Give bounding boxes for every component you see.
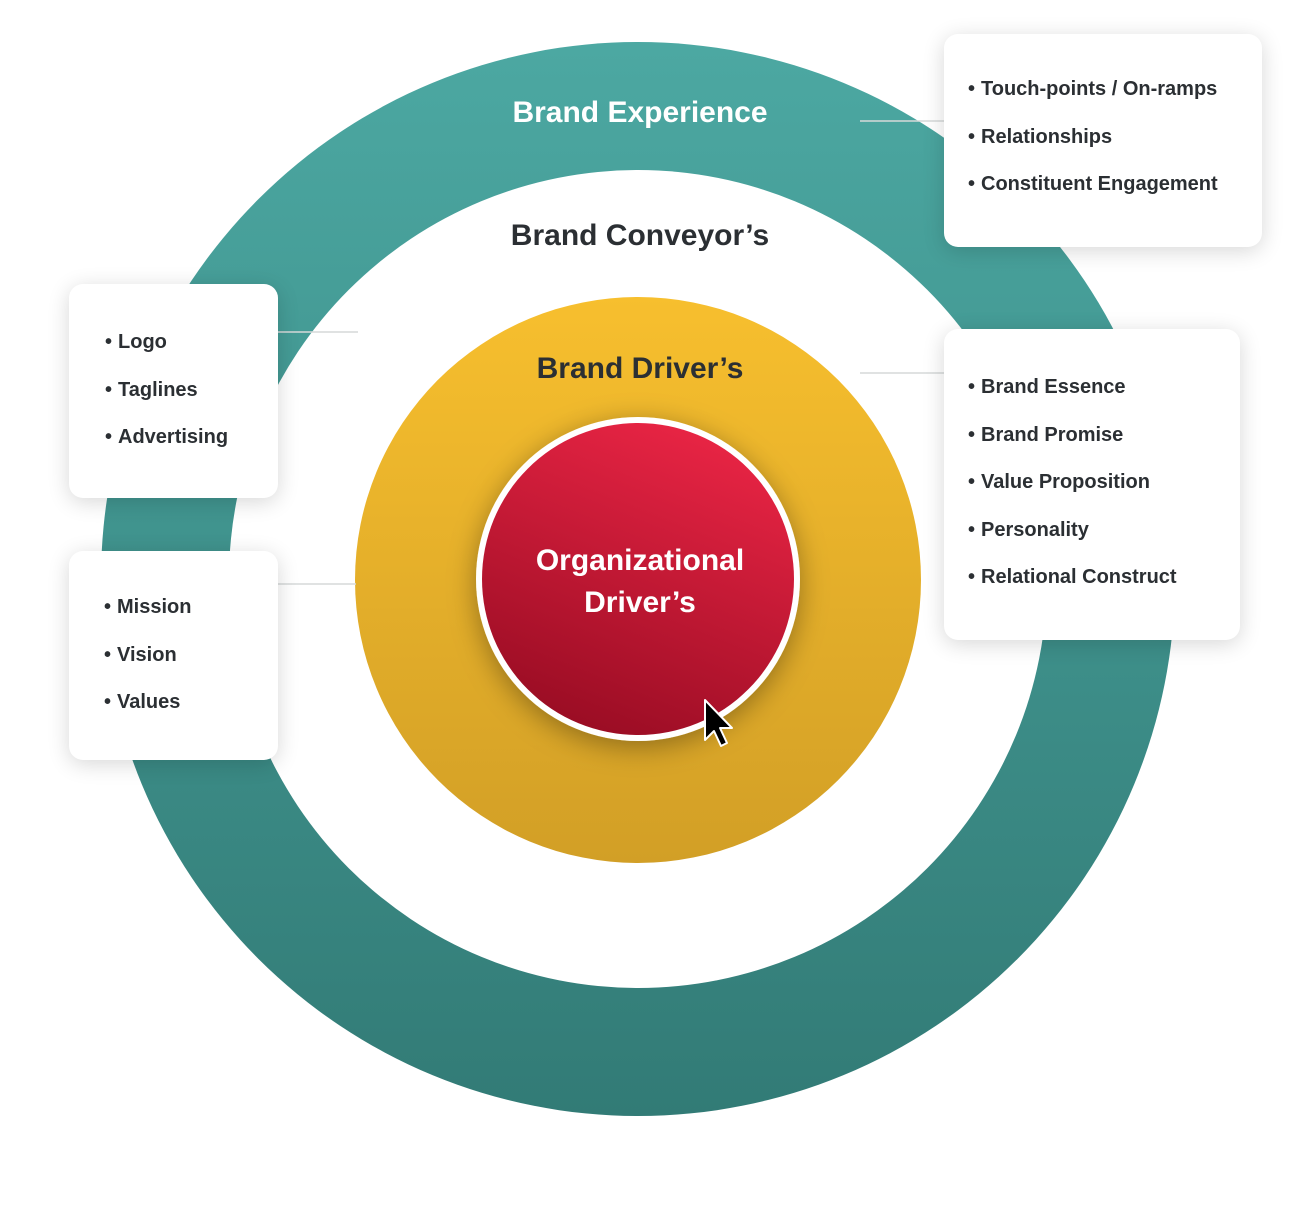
list-item: Logo — [105, 319, 278, 367]
ring-label-brand-experience: Brand Experience — [512, 96, 768, 129]
ring-label-brand-conveyors: Brand Conveyor’s — [510, 219, 770, 252]
ring-label-organizational-drivers: Organizational Driver’s — [535, 544, 745, 619]
arrow-pointer-icon — [704, 699, 733, 747]
list-organizational-drivers: Mission Vision Values — [104, 584, 278, 727]
card-brand-drivers: Brand Essence Brand Promise Value Propos… — [944, 329, 1240, 640]
ring-label-brand-drivers: Brand Driver’s — [536, 352, 744, 385]
card-organizational-drivers: Mission Vision Values — [69, 551, 278, 760]
list-brand-conveyors: Logo Taglines Advertising — [105, 319, 278, 462]
list-item: Values — [104, 679, 278, 727]
list-item: Taglines — [105, 367, 278, 415]
card-brand-experience: Touch-points / On-ramps Relationships Co… — [944, 34, 1262, 247]
list-item: Brand Essence — [968, 364, 1240, 412]
inner-circle-organizational-drivers — [482, 423, 794, 735]
list-item: Constituent Engagement — [968, 161, 1262, 209]
list-item: Touch-points / On-ramps — [968, 66, 1262, 114]
list-item: Personality — [968, 507, 1240, 555]
list-item: Brand Promise — [968, 412, 1240, 460]
list-item: Vision — [104, 632, 278, 680]
list-item: Relational Construct — [968, 554, 1240, 602]
card-brand-conveyors: Logo Taglines Advertising — [69, 284, 278, 498]
list-item: Value Proposition — [968, 459, 1240, 507]
list-item: Mission — [104, 584, 278, 632]
list-brand-drivers: Brand Essence Brand Promise Value Propos… — [968, 364, 1240, 602]
list-item: Advertising — [105, 414, 278, 462]
list-brand-experience: Touch-points / On-ramps Relationships Co… — [968, 66, 1262, 209]
list-item: Relationships — [968, 114, 1262, 162]
